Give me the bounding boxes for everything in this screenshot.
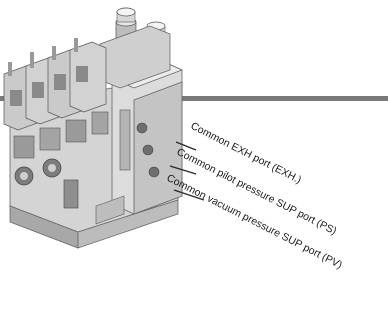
callout-exh-port: Common EXH port (EXH.) [189,120,304,186]
valve-station-4 [69,38,107,113]
divider-bar [168,96,388,101]
leader-pv [173,189,205,201]
regulator-knob-left [115,7,137,41]
valve-manifold-illustration [3,7,184,249]
front-fittings [13,111,109,209]
port-openings [119,109,160,178]
leader-exh [175,141,197,151]
leader-ps [169,165,197,175]
callout-leaders [169,141,205,201]
